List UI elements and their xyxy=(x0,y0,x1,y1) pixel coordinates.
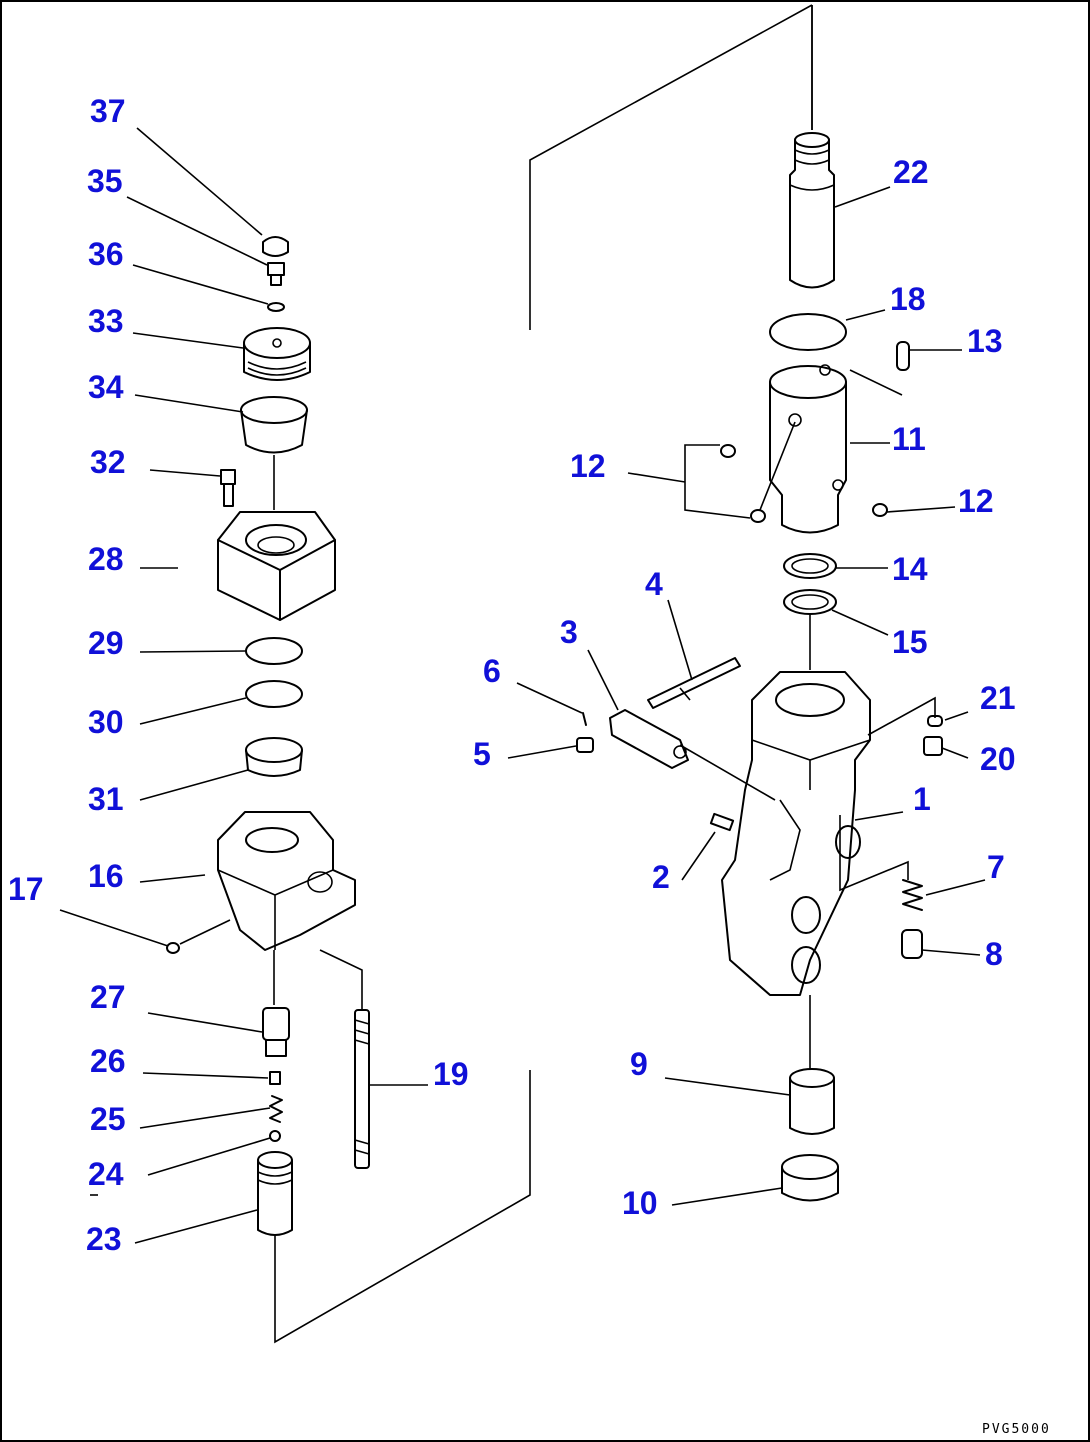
part-34-cup xyxy=(240,396,308,454)
label-34: 34 xyxy=(88,369,124,405)
label-12b: 12 xyxy=(958,483,994,519)
part-23-sleeve xyxy=(257,1151,293,1236)
label-6: 6 xyxy=(483,653,501,689)
label-8: 8 xyxy=(985,936,1003,972)
part-31-seat xyxy=(245,737,303,777)
part-5-nut xyxy=(576,737,594,753)
label-13: 13 xyxy=(967,323,1003,359)
part-12-screw-a xyxy=(720,444,736,458)
part-26-plug xyxy=(269,1071,281,1085)
part-20-nut xyxy=(923,736,943,756)
leader-lines xyxy=(59,127,986,1244)
drawing-code: PVG5000 xyxy=(982,1422,1051,1437)
part-30-ring xyxy=(245,680,303,708)
label-17: 17 xyxy=(8,871,44,907)
label-10: 10 xyxy=(622,1185,658,1221)
part-33-cap xyxy=(243,327,311,381)
label-20: 20 xyxy=(980,741,1016,777)
label-2: 2 xyxy=(652,859,670,895)
label-21: 21 xyxy=(980,680,1016,716)
label-19: 19 xyxy=(433,1056,469,1092)
label-30: 30 xyxy=(88,704,124,740)
label-9: 9 xyxy=(630,1046,648,1082)
label-27: 27 xyxy=(90,979,126,1015)
part-22-tube xyxy=(789,132,835,289)
label-23: 23 xyxy=(86,1221,122,1257)
label-22: 22 xyxy=(893,154,929,190)
part-27-fitting xyxy=(262,1007,290,1057)
part-10-seat xyxy=(781,1154,839,1202)
label-5: 5 xyxy=(473,736,491,772)
part-9-sleeve xyxy=(789,1068,835,1135)
label-29: 29 xyxy=(88,625,124,661)
label-33: 33 xyxy=(88,303,124,339)
part-15-ring xyxy=(783,589,837,615)
part-32-bolt xyxy=(220,469,236,507)
part-7-spring xyxy=(902,879,923,911)
label-1: 1 xyxy=(913,781,931,817)
part-12-screw-c xyxy=(872,503,888,517)
part-17-screw xyxy=(166,942,180,954)
part-24-ball xyxy=(269,1130,281,1142)
label-15: 15 xyxy=(892,624,928,660)
part-6-pin xyxy=(582,712,587,726)
part-36-ring xyxy=(267,302,285,312)
label-28: 28 xyxy=(88,541,124,577)
part-25-spring xyxy=(269,1095,283,1123)
part-4-shaft xyxy=(647,657,741,709)
part-19-stud xyxy=(354,1009,370,1169)
part-14-ring xyxy=(783,553,837,579)
label-25: 25 xyxy=(90,1101,126,1137)
label-32: 32 xyxy=(90,444,126,480)
label-16: 16 xyxy=(88,858,124,894)
part-28-housing xyxy=(217,511,336,621)
label-12a: 12 xyxy=(570,448,606,484)
part-11-cylinder xyxy=(769,364,847,534)
label-37: 37 xyxy=(90,93,126,129)
part-1-valve-body xyxy=(721,671,871,996)
part-8-plunger xyxy=(901,929,923,959)
part-12-screw-b xyxy=(750,509,766,523)
label-26: 26 xyxy=(90,1043,126,1079)
part-3-lever xyxy=(609,709,689,769)
part-2-fitting xyxy=(709,812,735,832)
label-35: 35 xyxy=(87,163,123,199)
label-14: 14 xyxy=(892,551,928,587)
label-36: 36 xyxy=(88,236,124,272)
label-7: 7 xyxy=(987,849,1005,885)
part-13-pin xyxy=(896,341,910,371)
part-labels: 37 35 36 33 34 32 28 29 30 31 16 17 27 2… xyxy=(8,93,1016,1257)
label-31: 31 xyxy=(88,781,124,817)
part-35-plug xyxy=(267,262,285,286)
assembly-boundary xyxy=(274,4,813,1344)
label-24: 24 xyxy=(88,1156,124,1192)
part-18-oring xyxy=(769,313,847,351)
label-4: 4 xyxy=(645,566,663,602)
part-29-ring xyxy=(245,637,303,665)
label-3: 3 xyxy=(560,614,578,650)
label-11: 11 xyxy=(892,421,926,457)
part-37-cap xyxy=(262,236,289,257)
label-18: 18 xyxy=(890,281,926,317)
part-16-body xyxy=(217,811,356,951)
